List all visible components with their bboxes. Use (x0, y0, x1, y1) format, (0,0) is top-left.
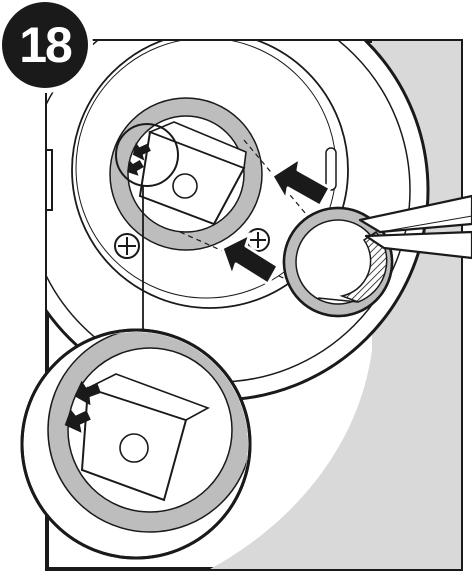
housing-plate (71, 41, 349, 309)
zoom-detail-view (20, 328, 252, 560)
pointer-arrow-icon (74, 380, 101, 406)
bearing-ring (110, 98, 262, 250)
pointer-arrow-icon (132, 142, 151, 161)
shaft-block (138, 121, 247, 226)
pointer-arrow-icon (64, 409, 91, 433)
push-arrow-icon (270, 156, 332, 208)
alignment-line-lower (179, 231, 307, 289)
side-notch (47, 149, 53, 211)
rim-slot (325, 147, 337, 191)
tweezers-icon (358, 194, 472, 260)
detail-marker-circle (115, 123, 179, 187)
push-arrow-icon (220, 232, 280, 286)
screw-icon (114, 233, 140, 259)
step-number: 18 (19, 17, 73, 73)
step-number-badge: 18 (2, 2, 88, 88)
pointer-arrow-icon (127, 160, 144, 176)
retaining-ring (282, 206, 394, 318)
bearing-ring-outer-edge (109, 97, 263, 251)
